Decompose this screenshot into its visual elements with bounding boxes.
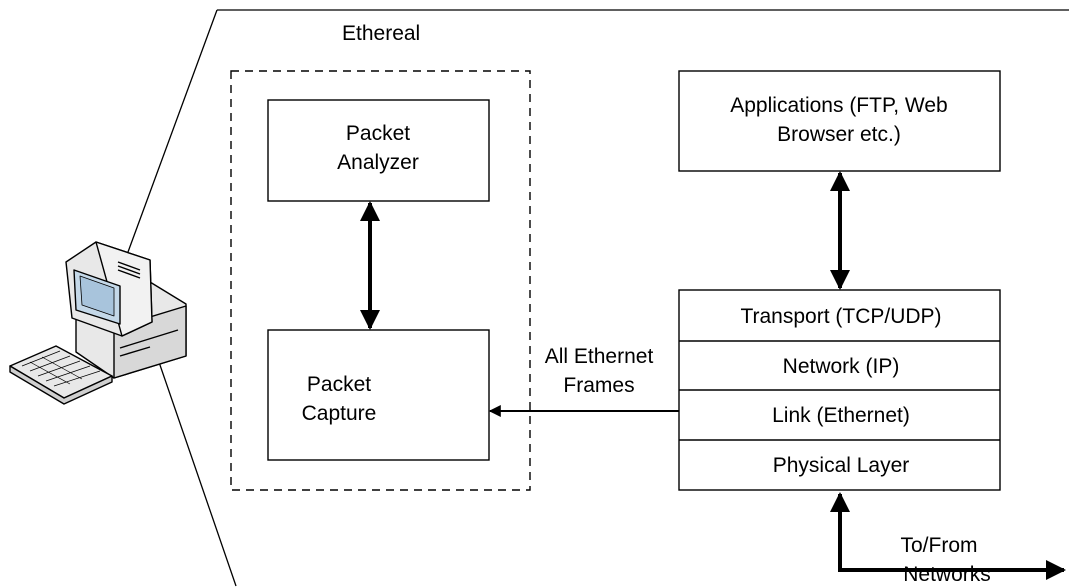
- stack-layer-transport: Transport (TCP/UDP): [740, 305, 941, 328]
- packet-analyzer-label-2: Analyzer: [337, 151, 419, 174]
- packet-capture-label-2: Capture: [302, 402, 377, 425]
- frames-label-2: Frames: [563, 374, 634, 397]
- applications-box: Applications (FTP, Web Browser etc.): [678, 70, 1001, 172]
- stack-layer-physical: Physical Layer: [773, 454, 910, 477]
- frames-label-1: All Ethernet: [545, 345, 654, 368]
- packet-analyzer-label-1: Packet: [346, 122, 410, 145]
- protocol-stack: Transport (TCP/UDP) Network (IP) Link (E…: [678, 289, 1001, 491]
- applications-label-1: Applications (FTP, Web: [730, 94, 948, 117]
- ethereal-title: Ethereal: [342, 22, 420, 45]
- network-connection-arrow: [830, 492, 1066, 580]
- stack-layer-link: Link (Ethernet): [772, 404, 910, 427]
- desktop-computer-icon: [9, 241, 187, 405]
- applications-label-2: Browser etc.): [777, 123, 901, 146]
- ethereal-container: [230, 70, 531, 491]
- packet-analyzer-box: Packet Analyzer: [267, 99, 490, 202]
- packet-capture-label-1: Packet: [307, 373, 371, 396]
- stack-layer-network: Network (IP): [783, 355, 900, 378]
- packet-capture-box: Packet Capture: [267, 329, 490, 461]
- networks-label-2: Networks: [903, 563, 991, 586]
- networks-label-1: To/From: [900, 534, 977, 557]
